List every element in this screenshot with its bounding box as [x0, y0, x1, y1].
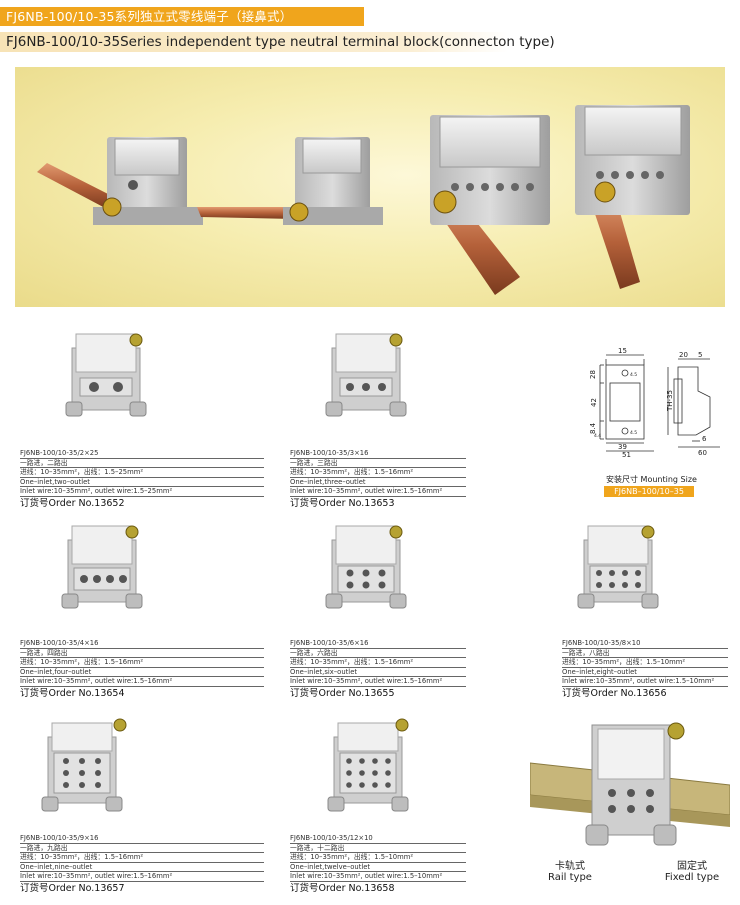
product-image-13658 [327, 718, 409, 812]
model-number: FJ6NB-100/10-35/8×10 [562, 639, 728, 649]
dim-hole-top: 4.5 [630, 372, 637, 378]
order-number: 订货号Order No.13653 [290, 497, 395, 509]
spec-block-13654: FJ6NB-100/10-35/4×16 一路进，四路出 进线：10–35mm²… [20, 639, 264, 700]
spec-wire-en: Inlet wire:10–35mm², outlet wire:1.5–16m… [290, 487, 466, 497]
spec-en: One–inlet,eight–outlet [562, 668, 728, 678]
rail-type-en: Rail type [548, 872, 592, 883]
model-number: FJ6NB-100/10-35/4×16 [20, 639, 264, 649]
spec-en: One–inlet,six–outlet [290, 668, 466, 678]
spec-wire-en: Inlet wire:10–35mm², outlet wire:1.5–25m… [20, 487, 264, 497]
spec-en: One–inlet,nine–outlet [20, 863, 264, 873]
fixed-type-label: 固定式 Fixedl type [652, 857, 732, 883]
spec-wire-en: Inlet wire:10–35mm², outlet wire:1.5–16m… [20, 872, 264, 882]
spec-wire-cn: 进线：10–35mm²，出线：1.5–16mm² [20, 853, 264, 863]
rail-type-cn: 卡轨式 [555, 861, 585, 872]
mounting-size-caption: 安装尺寸 Mounting Size [606, 475, 697, 484]
dim-20: 20 [679, 351, 688, 359]
spec-wire-en: Inlet wire:10–35mm², outlet wire:1.5–16m… [290, 677, 466, 687]
dim-6: 6 [702, 435, 707, 443]
banner-products-illustration [37, 105, 690, 295]
model-number: FJ6NB-100/10-35/3×16 [290, 449, 466, 459]
series-title-en: FJ6NB-100/10-35Series independent type n… [0, 32, 555, 52]
model-number: FJ6NB-100/10-35/12×10 [290, 834, 466, 844]
spec-wire-en: Inlet wire:10–35mm², outlet wire:1.5–16m… [20, 677, 264, 687]
series-title-cn: FJ6NB-100/10-35系列独立式零线端子（接鼻式） [0, 7, 364, 26]
order-number: 订货号Order No.13658 [290, 882, 395, 894]
dim-42: 42 [590, 398, 598, 407]
product-image-13653 [325, 333, 407, 417]
banner-block-1 [37, 137, 203, 225]
spec-wire-cn: 进线：10–35mm²，出线：1.5–10mm² [562, 658, 728, 668]
spec-block-13656: FJ6NB-100/10-35/8×10 一路进，八路出 进线：10–35mm²… [562, 639, 728, 700]
spec-wire-cn: 进线：10–35mm²，出线：1.5–25mm² [20, 468, 264, 478]
spec-wire-en: Inlet wire:10–35mm², outlet wire:1.5–10m… [290, 872, 466, 882]
spec-cn: 一路进，三路出 [290, 459, 466, 469]
order-number: 订货号Order No.13657 [20, 882, 125, 894]
spec-cn: 一路进，六路出 [290, 649, 466, 659]
spec-cn: 一路进，二路出 [20, 459, 264, 469]
model-number: FJ6NB-100/10-35/9×16 [20, 834, 264, 844]
mounting-model-label: FJ6NB–100/10–35 [604, 486, 694, 497]
spec-en: One–inlet,four–outlet [20, 668, 264, 678]
spec-block-13653: FJ6NB-100/10-35/3×16 一路进，三路出 进线：10–35mm²… [290, 449, 466, 510]
spec-en: One–inlet,twelve–outlet [290, 863, 466, 873]
product-image-13655 [325, 525, 407, 609]
rail-type-label: 卡轨式 Rail type [535, 857, 605, 883]
spec-cn: 一路进，九路出 [20, 844, 264, 854]
banner-block-4 [575, 105, 690, 289]
spec-en: One–inlet,two–outlet [20, 478, 264, 488]
rail-and-fixed-illustration [530, 722, 730, 846]
banner-block-2 [197, 137, 383, 225]
spec-wire-cn: 进线：10–35mm²，出线：1.5–10mm² [290, 853, 466, 863]
mounting-dimension-drawing: 15 20 5 28 42 8.4 39 51 6 60 TH-35 4.5 4… [589, 347, 720, 457]
dim-51: 51 [622, 451, 631, 457]
fixed-type-en: Fixedl type [664, 872, 720, 883]
dim-5: 5 [698, 351, 702, 359]
fixed-type-cn: 固定式 [677, 861, 707, 872]
dim-60: 60 [698, 449, 707, 457]
spec-wire-cn: 进线：10–35mm²，出线：1.5–16mm² [290, 468, 466, 478]
order-number: 订货号Order No.13656 [562, 687, 667, 699]
model-number: FJ6NB-100/10-35/2×25 [20, 449, 264, 459]
spec-block-13657: FJ6NB-100/10-35/9×16 一路进，九路出 进线：10–35mm²… [20, 834, 264, 895]
product-image-13654 [61, 525, 143, 609]
product-image-13657 [41, 718, 127, 812]
dim-hole-bottom: 4.5 [630, 430, 637, 436]
spec-cn: 一路进，八路出 [562, 649, 728, 659]
product-image-13656 [577, 525, 659, 609]
spec-block-13658: FJ6NB-100/10-35/12×10 一路进，十二路出 进线：10–35m… [290, 834, 466, 895]
spec-wire-en: Inlet wire:10–35mm², outlet wire:1.5–10m… [562, 677, 728, 687]
banner-block-3 [430, 115, 550, 295]
spec-block-13655: FJ6NB-100/10-35/6×16 一路进，六路出 进线：10–35mm²… [290, 639, 466, 700]
dim-28: 28 [589, 370, 597, 379]
dim-th35: TH-35 [666, 390, 674, 412]
spec-wire-cn: 进线：10–35mm²，出线：1.5–16mm² [20, 658, 264, 668]
spec-en: One–inlet,three–outlet [290, 478, 466, 488]
spec-block-13652: FJ6NB-100/10-35/2×25 一路进，二路出 进线：10–35mm²… [20, 449, 264, 510]
order-number: 订货号Order No.13652 [20, 497, 125, 509]
spec-cn: 一路进，十二路出 [290, 844, 466, 854]
product-photo-banner [15, 67, 725, 307]
spec-wire-cn: 进线：10–35mm²，出线：1.5–16mm² [290, 658, 466, 668]
dim-15: 15 [618, 347, 627, 355]
dim-8-4: 8.4 [589, 422, 597, 434]
dim-4-4: 4.4 [594, 433, 601, 439]
dim-39: 39 [618, 443, 627, 451]
product-image-13652 [65, 333, 147, 417]
order-number: 订货号Order No.13655 [290, 687, 395, 699]
spec-cn: 一路进，四路出 [20, 649, 264, 659]
order-number: 订货号Order No.13654 [20, 687, 125, 699]
model-number: FJ6NB-100/10-35/6×16 [290, 639, 466, 649]
